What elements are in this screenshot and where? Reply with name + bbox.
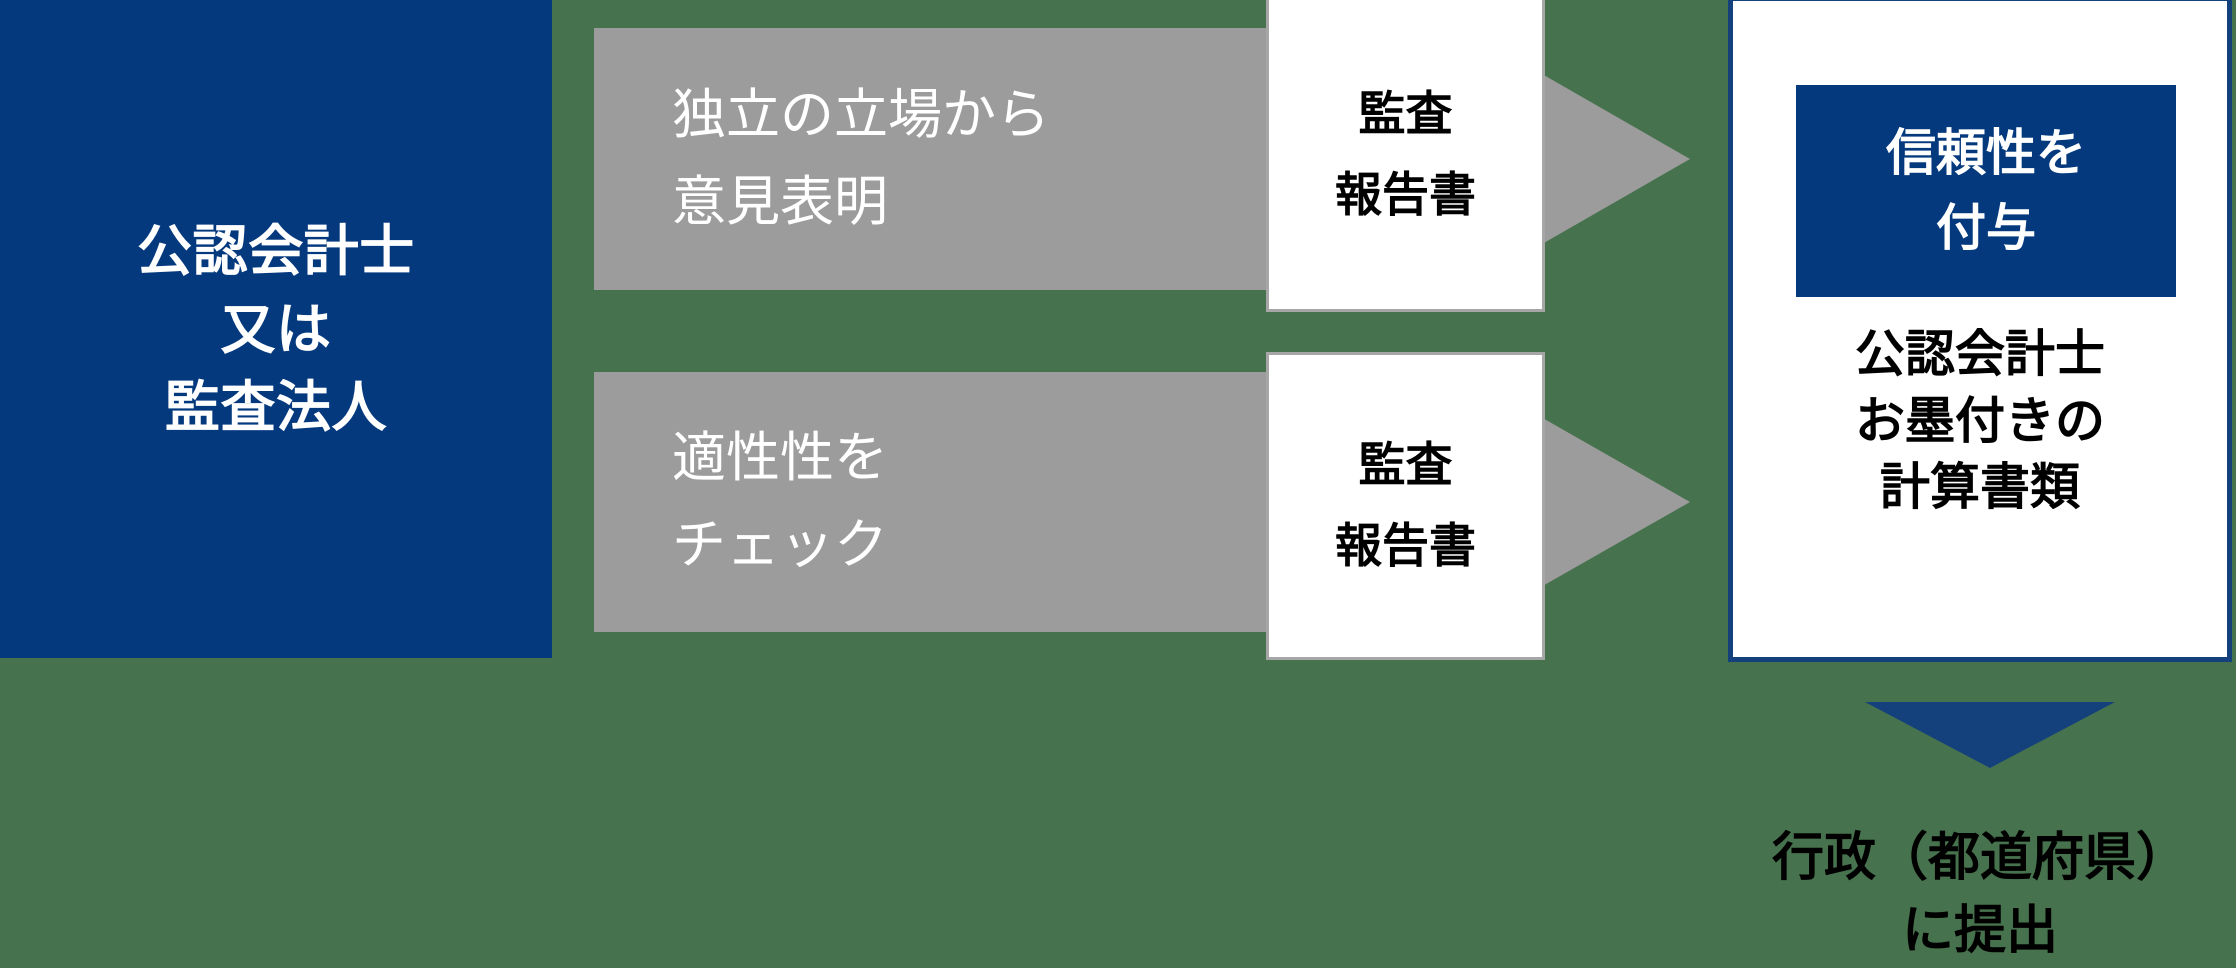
actor-block-auditor: 公認会計士 又は 監査法人 <box>0 0 552 658</box>
flow-arrow-check-text: 適性性を チェック <box>672 372 888 632</box>
actor-label-line-1: 公認会計士 <box>137 219 415 282</box>
report-card-check: 監査 報告書 <box>1266 352 1545 660</box>
result-panel: 信頼性を 付与 公認会計士 お墨付きの 計算書類 <box>1728 0 2232 662</box>
report-card-check-line-1: 監査 <box>1358 438 1453 492</box>
result-body-line-2: お墨付きの <box>1855 392 2105 449</box>
flow-arrow-check-line-1: 適性性を <box>672 427 888 488</box>
report-card-check-line-2: 報告書 <box>1335 519 1476 572</box>
result-badge-credibility: 信頼性を 付与 <box>1796 85 2176 297</box>
report-card-opinion-line-2: 報告書 <box>1335 167 1476 221</box>
flow-arrow-check-line-2: チェック <box>672 515 888 575</box>
actor-label-line-3: 監査法人 <box>164 376 388 439</box>
result-badge-line-1: 信頼性を <box>1886 125 2086 181</box>
flow-arrow-opinion-line-1: 独立の立場から <box>672 84 1050 145</box>
submission-caption-line-1: 行政（都道府県） <box>1771 829 2188 887</box>
result-body-line-3: 計算書類 <box>1880 459 2080 515</box>
result-body-text: 公認会計士 お墨付きの 計算書類 <box>1733 321 2227 521</box>
result-badge-line-2: 付与 <box>1936 200 2036 256</box>
flow-arrow-opinion-line-2: 意見表明 <box>672 172 888 232</box>
report-card-opinion: 監査 報告書 <box>1266 0 1545 312</box>
submission-caption-line-2: に提出 <box>1901 901 2058 960</box>
actor-label-line-2: 又は <box>220 297 332 360</box>
report-card-opinion-line-1: 監査 <box>1358 86 1453 140</box>
down-arrow-icon <box>1865 702 2115 768</box>
flow-arrow-opinion-text: 独立の立場から 意見表明 <box>672 28 1050 290</box>
submission-caption: 行政（都道府県） に提出 <box>1700 822 2236 968</box>
result-body-line-1: 公認会計士 <box>1855 326 2105 382</box>
